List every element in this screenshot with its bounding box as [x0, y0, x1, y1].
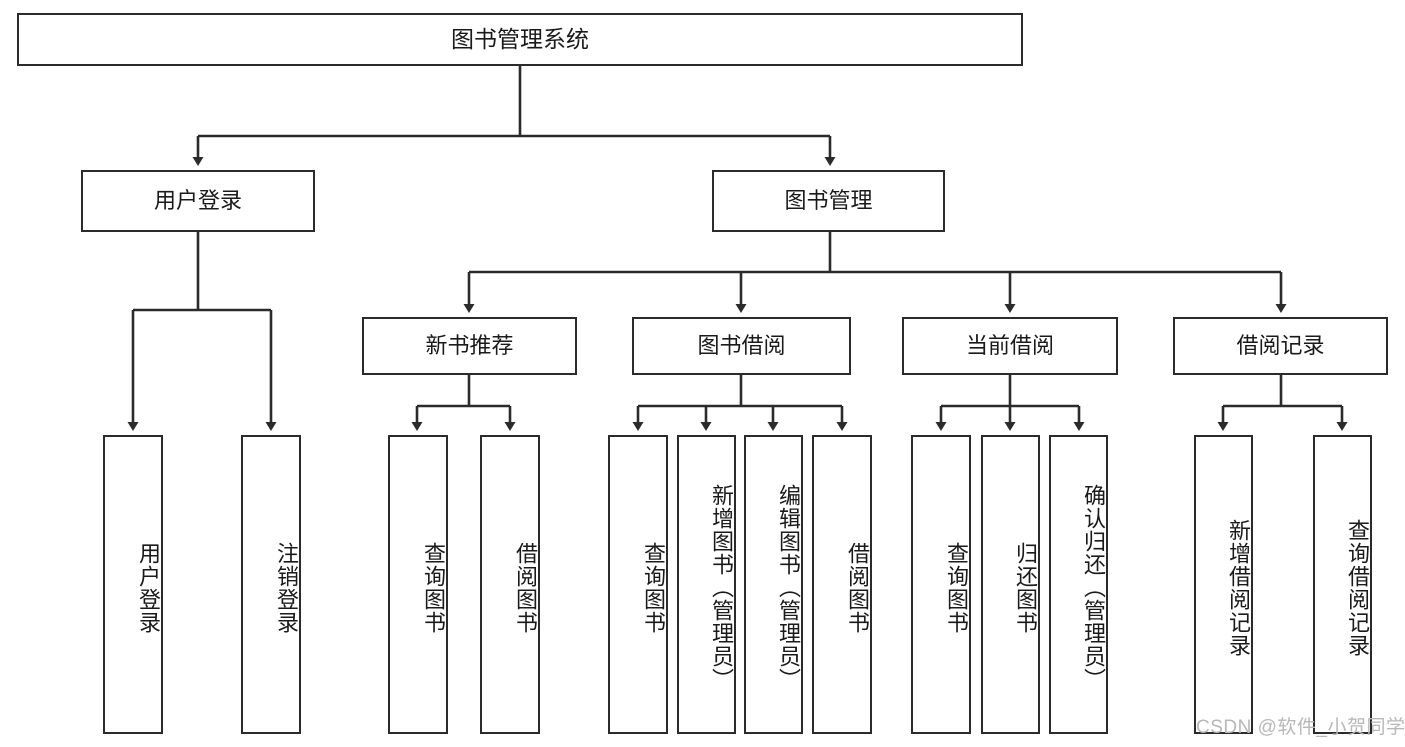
node-label: 新增图书（管理员） [709, 484, 734, 691]
node-label: 用户登录 [153, 188, 242, 214]
node-label: 借阅图书 [845, 541, 870, 634]
leaf-borrow-query-book[interactable]: 查询图书 [608, 435, 668, 734]
leaf-current-return-book[interactable]: 归还图书 [981, 435, 1040, 734]
node-label: 查询图书 [421, 541, 446, 634]
leaf-current-query-book[interactable]: 查询图书 [911, 435, 971, 734]
node-label: 确认归还（管理员） [1081, 484, 1106, 691]
leaf-borrow-borrow-book[interactable]: 借阅图书 [812, 435, 872, 734]
node-label: 注销登录 [274, 541, 299, 634]
node-label: 新增借阅记录 [1226, 518, 1251, 657]
node-label: 用户登录 [136, 541, 161, 634]
node-label: 当前借阅 [965, 333, 1054, 359]
node-label: 查询图书 [944, 541, 969, 634]
leaf-records-query-record[interactable]: 查询借阅记录 [1313, 435, 1372, 734]
node-current-borrow[interactable]: 当前借阅 [902, 317, 1118, 375]
node-label: 借阅记录 [1236, 333, 1325, 359]
node-new-book-recommend[interactable]: 新书推荐 [362, 317, 577, 375]
node-label: 图书借阅 [697, 333, 786, 359]
csdn-watermark: CSDN @软件_小贺同学 [1196, 717, 1405, 738]
leaf-user-login-login[interactable]: 用户登录 [103, 435, 163, 734]
leaf-recommend-borrow-book[interactable]: 借阅图书 [480, 435, 540, 734]
node-label: 新书推荐 [425, 333, 514, 359]
leaf-current-confirm-return-admin[interactable]: 确认归还（管理员） [1049, 435, 1108, 734]
node-book-management[interactable]: 图书管理 [712, 170, 945, 232]
node-label: 图书管理 [784, 188, 873, 214]
node-label: 编辑图书（管理员） [776, 484, 801, 691]
node-borrow-records[interactable]: 借阅记录 [1173, 317, 1388, 375]
node-root-system[interactable]: 图书管理系统 [17, 13, 1023, 66]
node-label: 归还图书 [1013, 541, 1038, 634]
node-user-login[interactable]: 用户登录 [81, 170, 315, 232]
node-label: 查询图书 [641, 541, 666, 634]
node-label: 借阅图书 [513, 541, 538, 634]
leaf-records-add-record[interactable]: 新增借阅记录 [1194, 435, 1253, 734]
leaf-borrow-add-book-admin[interactable]: 新增图书（管理员） [677, 435, 736, 734]
node-book-borrow[interactable]: 图书借阅 [632, 317, 851, 375]
node-label: 查询借阅记录 [1345, 518, 1370, 657]
leaf-user-login-logout[interactable]: 注销登录 [241, 435, 301, 734]
leaf-recommend-query-book[interactable]: 查询图书 [388, 435, 448, 734]
leaf-borrow-edit-book-admin[interactable]: 编辑图书（管理员） [744, 435, 803, 734]
node-label: 图书管理系统 [451, 25, 589, 52]
